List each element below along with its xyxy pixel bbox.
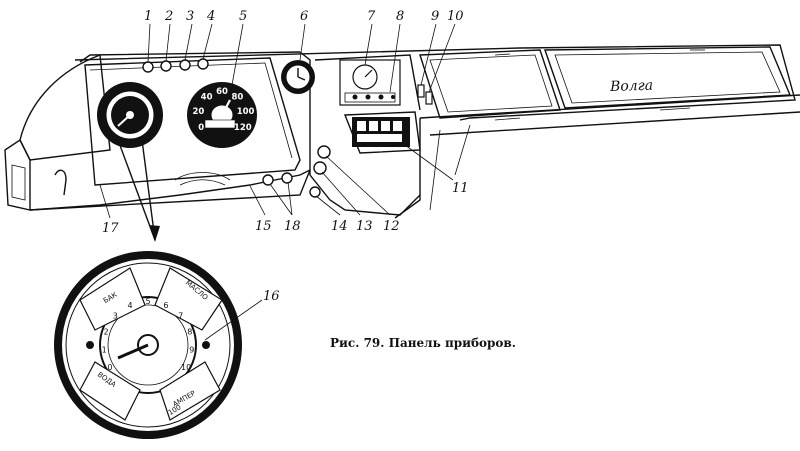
scale-digit: 4: [128, 301, 133, 310]
scale-digit: 120: [234, 123, 252, 133]
callout-7: 7: [367, 9, 376, 24]
callout-3: 3: [186, 9, 194, 24]
scale-digit: 60: [216, 87, 228, 97]
logo-script: Волга: [609, 78, 654, 96]
callout-1: 1: [144, 9, 152, 24]
console-knobs: [262, 145, 331, 198]
scale-digit: 20: [192, 107, 204, 117]
callout-18: 18: [284, 219, 301, 234]
scale-digit: 100: [237, 107, 255, 117]
scale-digit: 0: [198, 123, 204, 133]
callout-15: 15: [255, 219, 272, 234]
callout-6: 6: [300, 9, 308, 24]
callout-9: 9: [431, 9, 439, 24]
callout-10: 10: [447, 9, 464, 24]
dashboard-body: [4, 44, 800, 219]
scale-digit: 10: [181, 363, 191, 372]
detail-gauge: [54, 251, 242, 439]
scale-digit: 5: [145, 297, 150, 306]
scale-digit: 80: [231, 93, 243, 103]
small-combination-gauge: [97, 82, 163, 148]
detail-arrow: [117, 139, 160, 242]
leader-lines: [99, 23, 456, 341]
push-button-unit: [352, 117, 410, 147]
callout-4: 4: [206, 9, 215, 24]
callout-12: 12: [383, 219, 400, 234]
scale-digit: 0: [107, 363, 112, 372]
callout-13: 13: [356, 219, 373, 234]
callout-2: 2: [164, 9, 173, 24]
scale-digit: 40: [201, 93, 213, 103]
gauge-7: [339, 59, 401, 106]
speedometer: [187, 82, 257, 148]
callout-17: 17: [102, 221, 119, 236]
callout-11: 11: [452, 181, 469, 196]
callout-16: 16: [263, 289, 280, 304]
scale-digit: 1: [102, 346, 107, 355]
scale-digit: 8: [187, 327, 192, 336]
scale-digit: 3: [113, 312, 118, 321]
figure-caption: Рис. 79. Панель приборов.: [330, 336, 516, 350]
scale-digit: 9: [189, 346, 194, 355]
scale-digit: 6: [163, 301, 168, 310]
callout-5: 5: [239, 9, 247, 24]
scale-digit: 7: [178, 312, 183, 321]
scale-digit: 2: [104, 327, 109, 336]
clock: [281, 60, 315, 94]
callout-14: 14: [331, 219, 348, 234]
callout-8: 8: [396, 9, 404, 24]
